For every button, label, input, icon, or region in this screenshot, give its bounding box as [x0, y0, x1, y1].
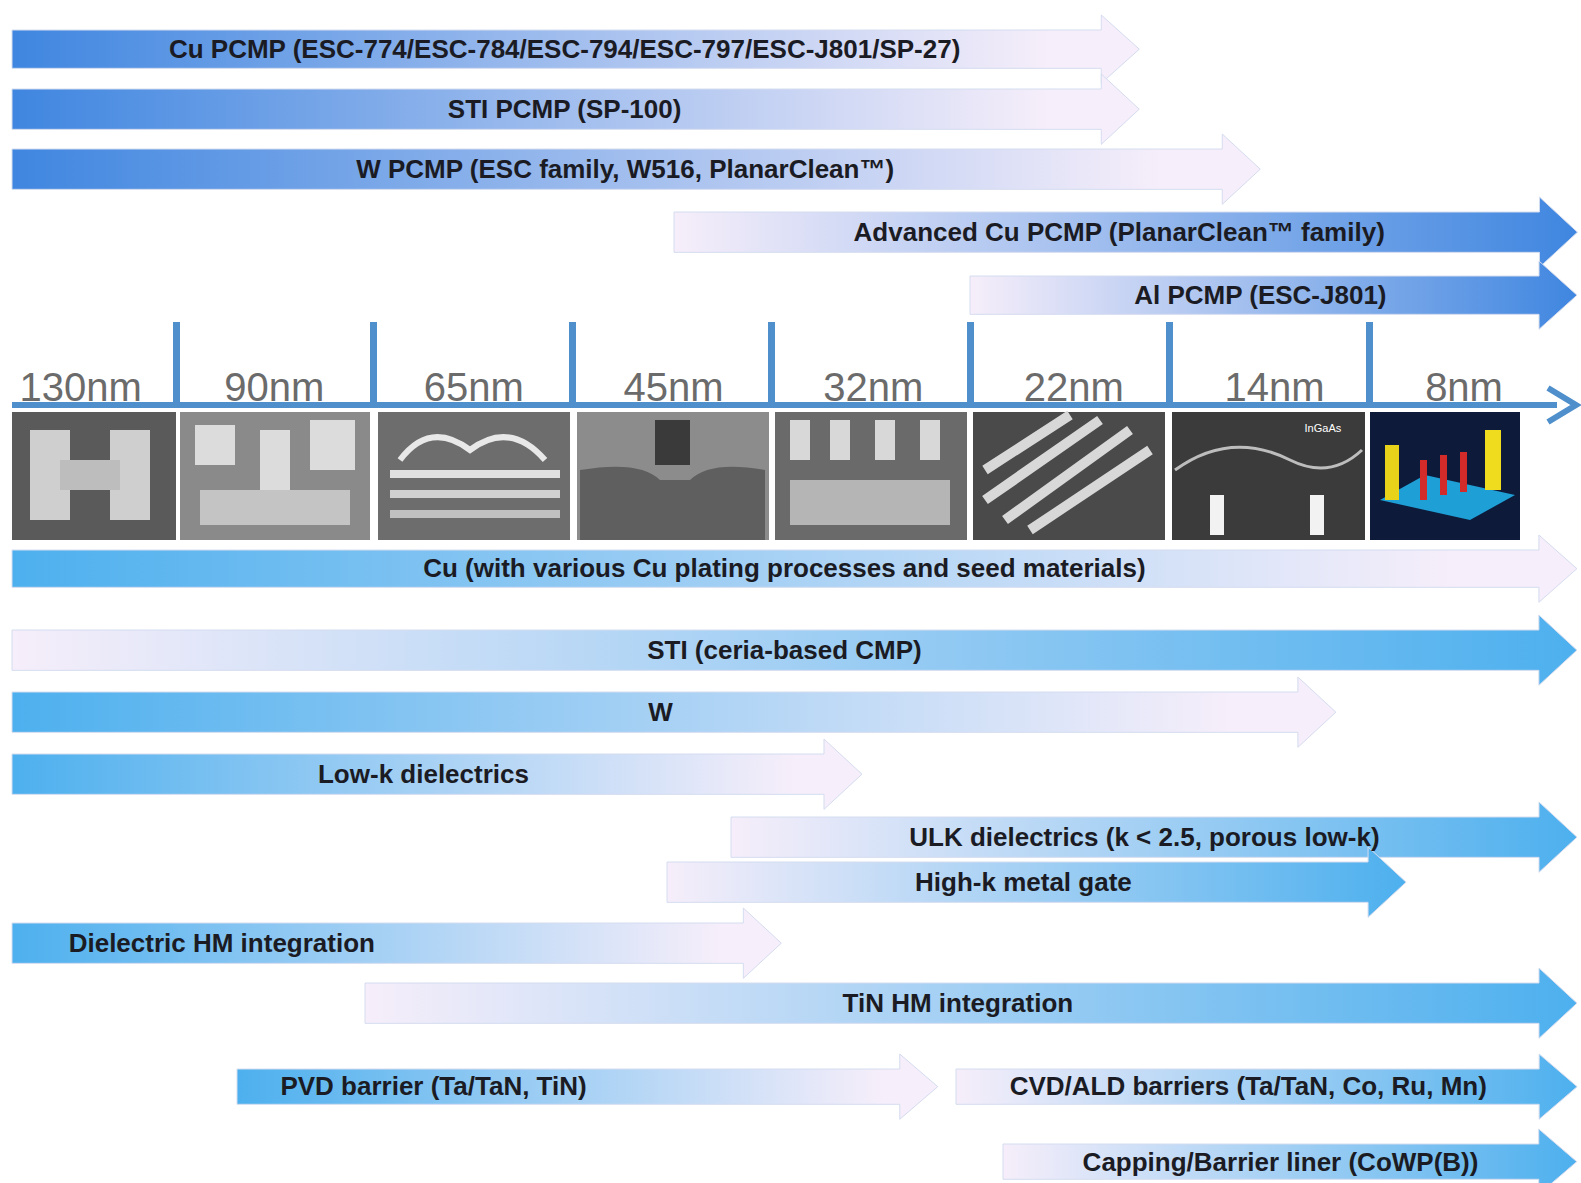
- band-label: Capping/Barrier liner (CoWP(B)): [1083, 1149, 1479, 1175]
- arrow-outline: [12, 615, 1577, 685]
- node-size-label: 32nm: [823, 367, 923, 407]
- arrow-outline: [12, 739, 862, 809]
- roadmap-arrow: Cu (with various Cu plating processes an…: [12, 535, 1577, 602]
- arrow-outline: [237, 1054, 938, 1119]
- roadmap-arrow: STI (ceria-based CMP): [12, 615, 1577, 685]
- roadmap-arrow: STI PCMP (SP-100): [12, 74, 1139, 144]
- arrow-outline: [365, 968, 1577, 1038]
- band-label: W PCMP (ESC family, W516, PlanarClean™): [356, 156, 894, 182]
- band-label: Dielectric HM integration: [69, 930, 375, 956]
- arrow-outline: [731, 802, 1577, 872]
- node-size-label: 14nm: [1224, 367, 1324, 407]
- image-label: InGaAs: [1305, 423, 1342, 434]
- band-label: PVD barrier (Ta/TaN, TiN): [280, 1073, 586, 1099]
- band-label: High-k metal gate: [915, 869, 1132, 895]
- arrow-outline: [667, 847, 1406, 917]
- band-label: STI PCMP (SP-100): [448, 96, 682, 122]
- arrow-outline: [674, 197, 1577, 267]
- arrow-outline: [12, 908, 781, 978]
- arrow-outline: [1003, 1129, 1577, 1183]
- roadmap-arrow: W: [12, 677, 1336, 747]
- node-size-label: 8nm: [1425, 367, 1503, 407]
- roadmap-arrow: Low-k dielectrics: [12, 739, 862, 809]
- band-label: Al PCMP (ESC-J801): [1134, 282, 1386, 308]
- arrow-outline: [12, 677, 1336, 747]
- roadmap-arrow: W PCMP (ESC family, W516, PlanarClean™): [12, 134, 1260, 204]
- arrow-outline: [970, 261, 1577, 329]
- node-size-label: 65nm: [424, 367, 524, 407]
- roadmap-arrow: ULK dielectrics (k < 2.5, porous low-k): [731, 802, 1577, 872]
- roadmap-arrow: Dielectric HM integration: [12, 908, 781, 978]
- roadmap-arrow: Al PCMP (ESC-J801): [970, 261, 1577, 329]
- node-size-label: 130nm: [20, 367, 142, 407]
- process-images: [12, 412, 1520, 540]
- band-label: Cu (with various Cu plating processes an…: [423, 555, 1145, 581]
- roadmap-arrow: CVD/ALD barriers (Ta/TaN, Co, Ru, Mn): [956, 1054, 1577, 1119]
- roadmap-arrow: High-k metal gate: [667, 847, 1406, 917]
- band-label: CVD/ALD barriers (Ta/TaN, Co, Ru, Mn): [1010, 1073, 1487, 1099]
- arrow-outline: [12, 134, 1260, 204]
- roadmap-arrow: Advanced Cu PCMP (PlanarClean™ family): [674, 197, 1577, 267]
- arrow-outline: [956, 1054, 1577, 1119]
- band-label: STI (ceria-based CMP): [647, 637, 922, 663]
- arrow-outline: [12, 74, 1139, 144]
- roadmap-arrow: PVD barrier (Ta/TaN, TiN): [237, 1054, 938, 1119]
- roadmap-arrow: TiN HM integration: [365, 968, 1577, 1038]
- arrow-outline: [12, 535, 1577, 602]
- band-label: W: [648, 699, 673, 725]
- arrow-outline: [12, 15, 1139, 83]
- roadmap-arrow: Capping/Barrier liner (CoWP(B)): [1003, 1129, 1577, 1183]
- band-label: TiN HM integration: [843, 990, 1074, 1016]
- node-size-label: 90nm: [224, 367, 324, 407]
- band-label: Cu PCMP (ESC-774/ESC-784/ESC-794/ESC-797…: [169, 36, 960, 62]
- node-size-label: 45nm: [624, 367, 724, 407]
- timeline-axis: [12, 322, 1576, 422]
- node-size-label: 22nm: [1024, 367, 1124, 407]
- arrow-shape: [12, 677, 1336, 747]
- band-label: Low-k dielectrics: [318, 761, 529, 787]
- band-label: ULK dielectrics (k < 2.5, porous low-k): [909, 824, 1379, 850]
- band-label: Advanced Cu PCMP (PlanarClean™ family): [854, 219, 1385, 245]
- roadmap-arrow: Cu PCMP (ESC-774/ESC-784/ESC-794/ESC-797…: [12, 15, 1139, 83]
